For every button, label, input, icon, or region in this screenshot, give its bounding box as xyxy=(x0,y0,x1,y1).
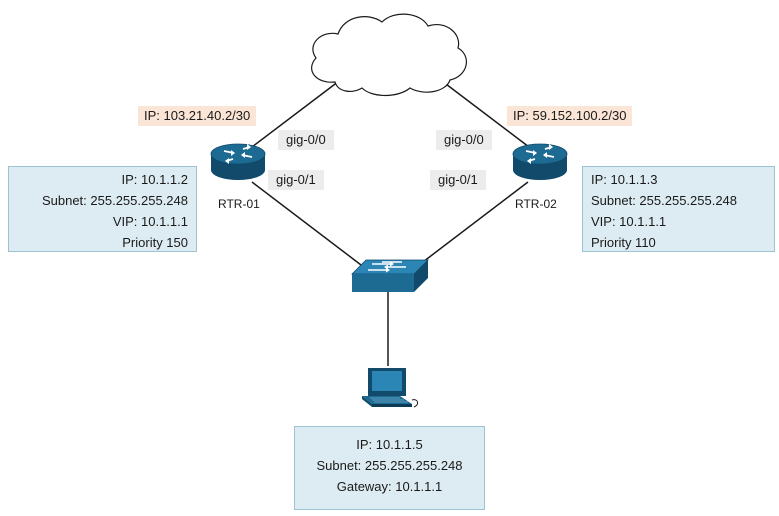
rtr01-info-box: IP: 10.1.1.2 Subnet: 255.255.255.248 VIP… xyxy=(8,166,197,252)
rtr01-vip: VIP: 10.1.1.1 xyxy=(112,214,188,229)
rtr01-wan-interface-label: gig-0/0 xyxy=(278,130,334,150)
host-subnet: Subnet: 255.255.255.248 xyxy=(316,458,463,473)
rtr02-wan-interface-label: gig-0/0 xyxy=(436,130,492,150)
switch-icon xyxy=(351,259,429,292)
rtr02-priority: Priority 110 xyxy=(591,235,656,250)
rtr01-ip: IP: 10.1.1.2 xyxy=(121,172,189,187)
rtr02-subnet: Subnet: 255.255.255.248 xyxy=(591,193,738,208)
router-icon xyxy=(512,143,568,180)
link-rtr01-switch xyxy=(251,181,366,269)
computer-icon xyxy=(362,368,419,408)
rtr01-wan-ip-label: IP: 103.21.40.2/30 xyxy=(138,106,257,126)
rtr02-vip: VIP: 10.1.1.1 xyxy=(591,214,667,229)
link-rtr02-switch xyxy=(414,181,529,269)
rtr02-ip: IP: 10.1.1.3 xyxy=(591,172,658,187)
rtr02-info-box: IP: 10.1.1.3 Subnet: 255.255.255.248 VIP… xyxy=(582,166,775,252)
rtr02-name: RTR-02 xyxy=(515,197,557,211)
rtr01-name: RTR-01 xyxy=(218,197,260,211)
rtr02-wan-ip-label: IP: 59.152.100.2/30 xyxy=(507,106,633,126)
rtr01-subnet: Subnet: 255.255.255.248 xyxy=(41,193,188,208)
host-gateway: Gateway: 10.1.1.1 xyxy=(336,479,443,494)
host-info-box: IP: 10.1.1.5 Subnet: 255.255.255.248 Gat… xyxy=(294,426,485,510)
link-cloud-rtr02 xyxy=(437,77,534,151)
rtr01-lan-interface-label: gig-0/1 xyxy=(268,170,324,190)
rtr01-priority: Priority 150 xyxy=(122,235,188,250)
router-icon xyxy=(210,143,266,180)
link-cloud-rtr01 xyxy=(247,77,344,151)
cloud-icon xyxy=(311,13,467,97)
rtr02-lan-interface-label: gig-0/1 xyxy=(430,170,486,190)
host-ip: IP: 10.1.1.5 xyxy=(356,437,423,452)
